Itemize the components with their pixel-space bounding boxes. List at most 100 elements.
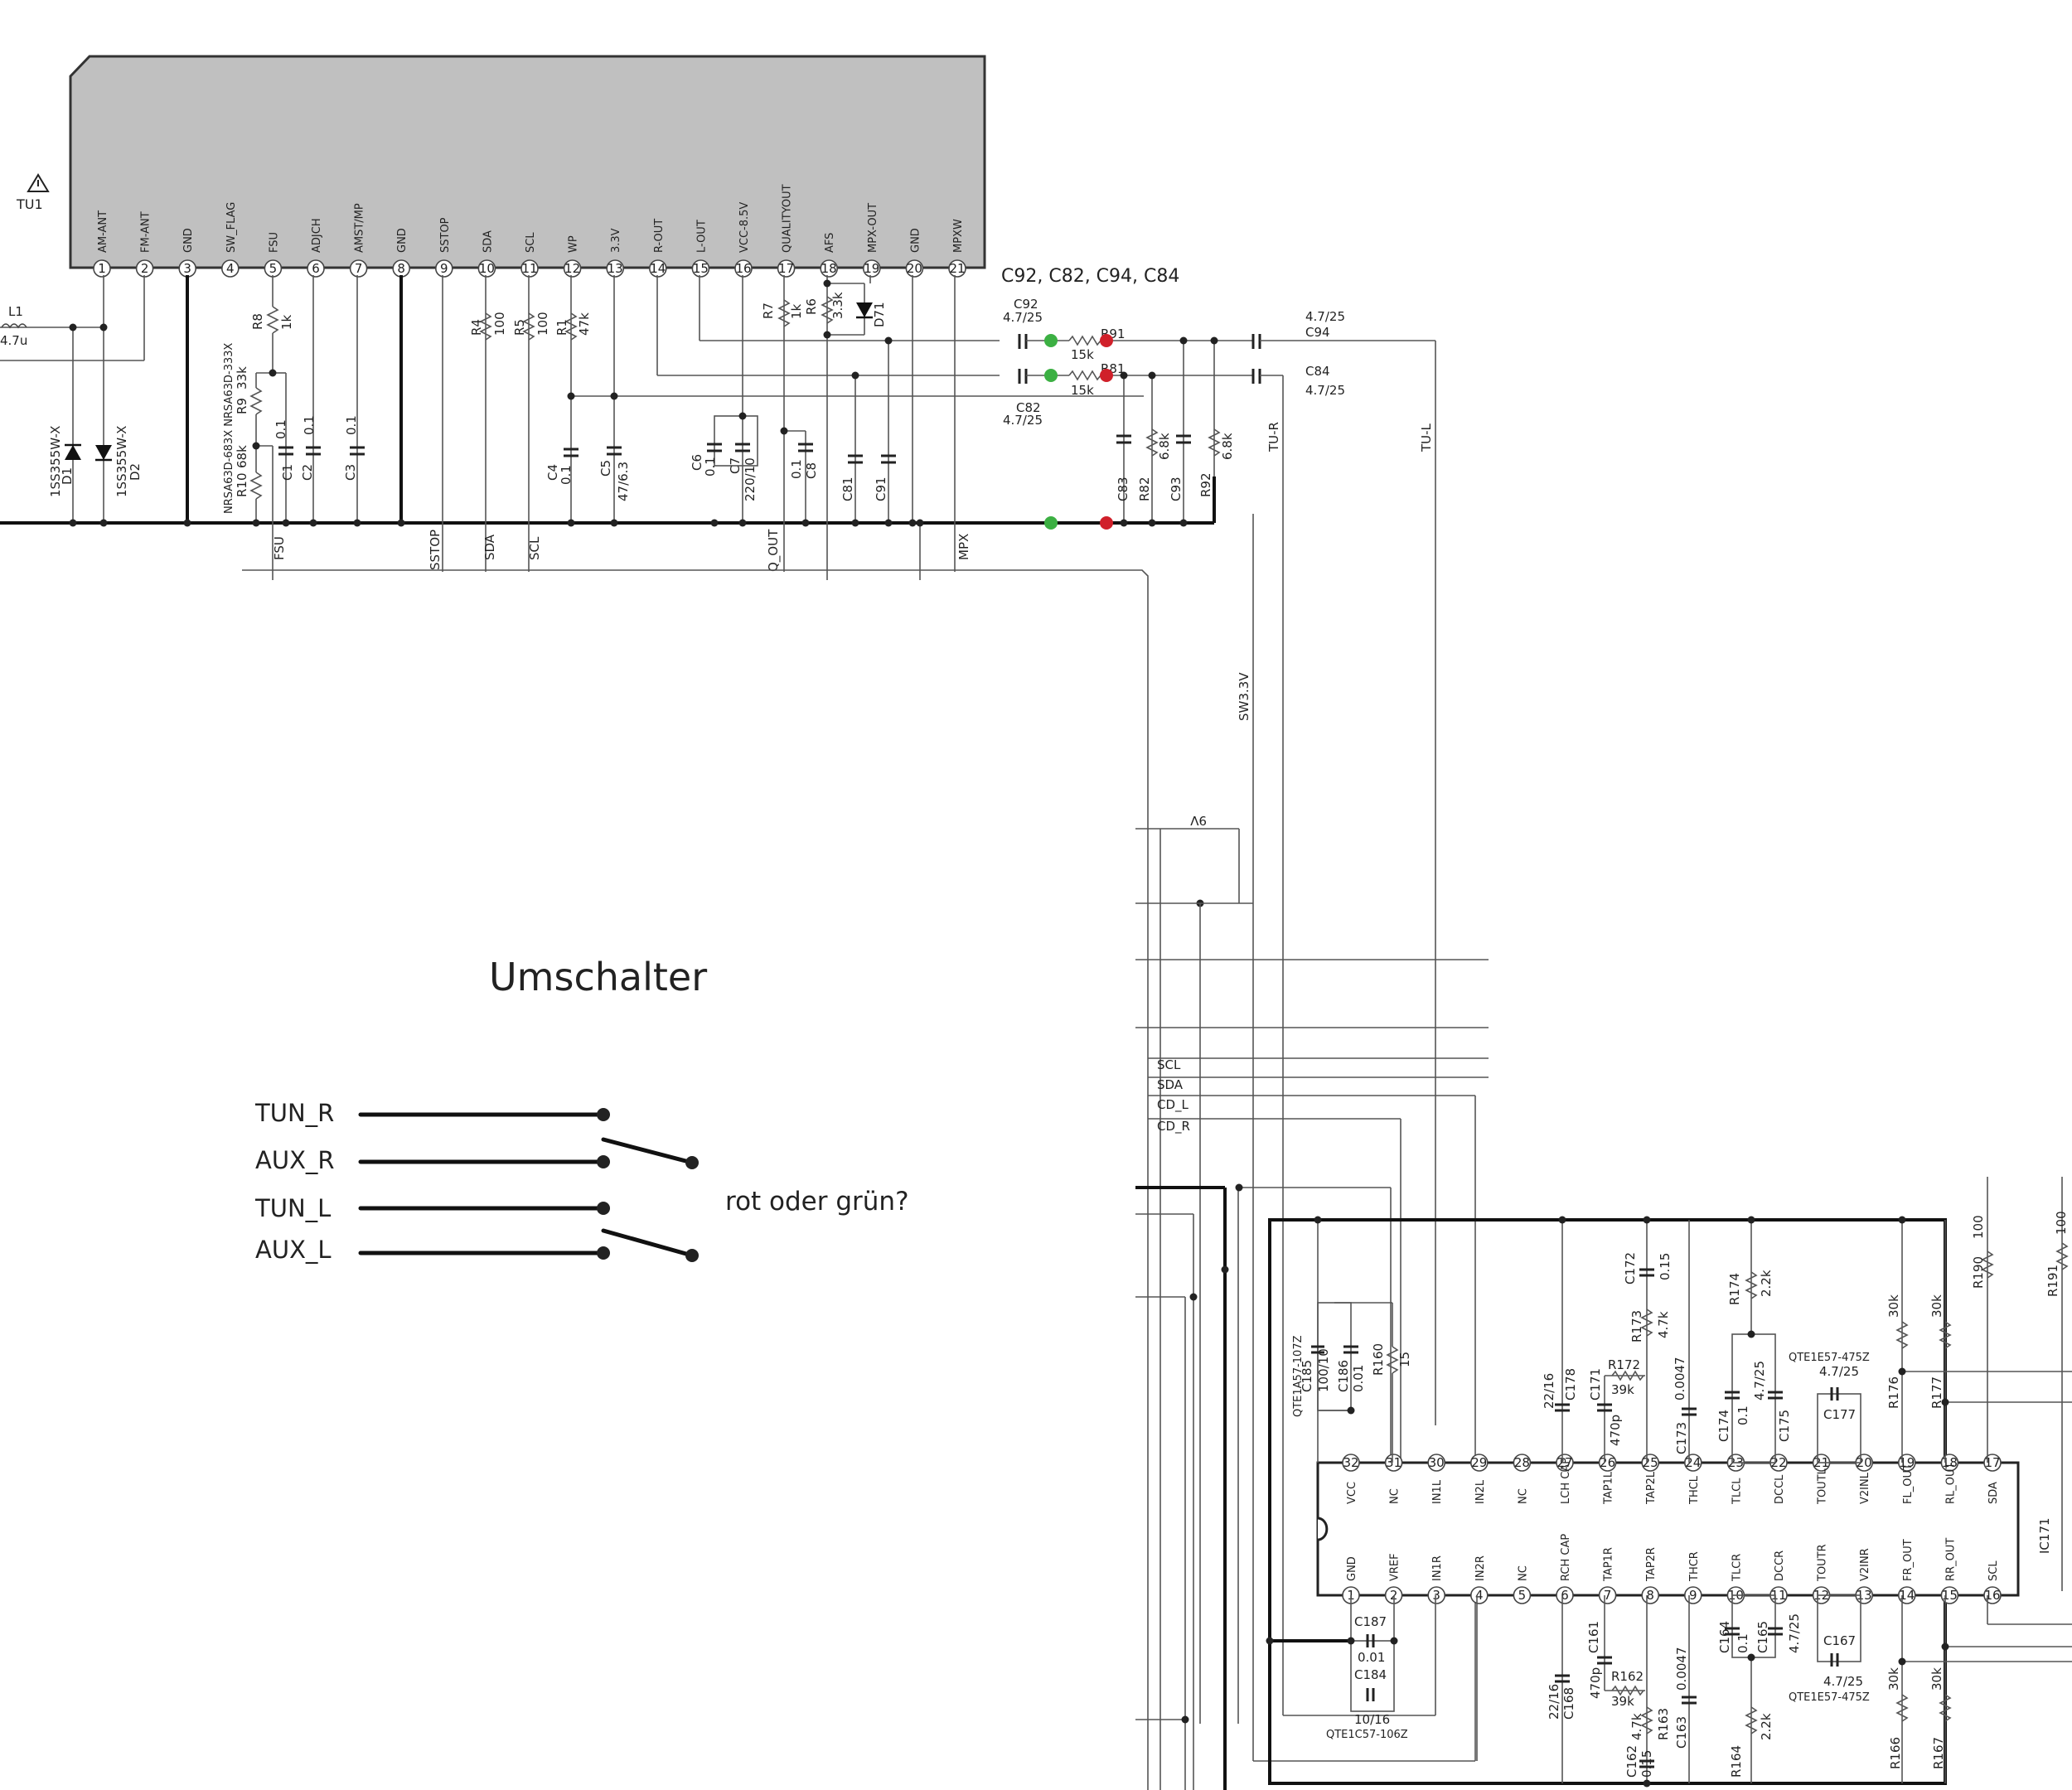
r176-ref: R176 <box>1886 1376 1901 1409</box>
ic-pin-label: TOUTR <box>1817 1544 1829 1582</box>
ic-pin-label: THCR <box>1688 1551 1701 1582</box>
c2-ref: C2 <box>300 464 315 481</box>
tuner-pin-number: 20 <box>907 261 922 276</box>
r82-val: 6.8k <box>1157 433 1172 460</box>
d71-ref: D71 <box>872 302 887 327</box>
c4-val: 0.1 <box>559 465 574 485</box>
c7-ref: C7 <box>728 457 743 474</box>
mpx-net-label: MPX <box>956 534 971 560</box>
ic-pin-number: 32 <box>1343 1455 1358 1470</box>
ic-pin-number: 7 <box>1604 1588 1612 1603</box>
c81-capacitor <box>848 454 863 464</box>
ic-bottom-parts: C187 0.01 C184 10/16 QTE1C57-106Z 22/16 … <box>1266 1594 2072 1788</box>
warning-icon <box>27 173 50 192</box>
c94-capacitor <box>1251 334 1261 349</box>
tuner-pin-19: 19 MPX-OUT <box>863 203 881 278</box>
tuner-pin-number: 12 <box>564 261 580 276</box>
r92-val: 6.8k <box>1220 433 1235 460</box>
c1-capacitor <box>278 446 293 456</box>
c185-val: 100/10 <box>1316 1348 1331 1392</box>
c167-part: QTE1E57-475Z <box>1789 1691 1870 1704</box>
tuner-pin-number: 9 <box>440 261 448 276</box>
ic-pin-label: SDA <box>1987 1482 2000 1504</box>
r164-ref: R164 <box>1729 1745 1744 1778</box>
c178-val: 22/16 <box>1542 1373 1556 1409</box>
c163-ref: C163 <box>1674 1716 1689 1749</box>
c94-val: 4.7/25 <box>1305 309 1345 324</box>
tuner-pin-label: 3.3V <box>610 228 622 253</box>
tuner-pin-label: SW_FLAG <box>225 202 238 253</box>
r177-ref: R177 <box>1929 1376 1944 1409</box>
tuner-pin-number: 19 <box>864 261 879 276</box>
tuner-pin-label: FSU <box>268 232 280 253</box>
c91-capacitor <box>881 454 896 464</box>
tuner-pin-label: MPX-OUT <box>867 203 879 253</box>
c5-ref: C5 <box>598 460 613 477</box>
green-marker-right <box>1044 369 1058 382</box>
tuner-pin-label: SDA <box>482 230 494 253</box>
tuner-pin-number: 6 <box>312 261 320 276</box>
c82-capacitor <box>1018 369 1028 384</box>
tuner-pin-label: WP <box>568 235 580 253</box>
c172-val: 0.15 <box>1658 1253 1673 1280</box>
ic-pin-label: TOUTL <box>1817 1468 1829 1505</box>
l1-value: 4.7u <box>0 333 27 348</box>
r7-val: 1k <box>789 303 804 319</box>
tu-l-label: TU-L <box>1419 423 1434 452</box>
ic-pin-label: TAP2L <box>1645 1471 1658 1505</box>
tuner-pin-number: 3 <box>183 261 191 276</box>
c164-ref: C164 <box>1717 1621 1732 1653</box>
ic-pin-label: RR_OUT <box>1944 1538 1957 1581</box>
tuner-pin-number: 15 <box>693 261 709 276</box>
ic-pin-label: NC <box>1389 1488 1402 1504</box>
c185-capacitor <box>1311 1345 1324 1354</box>
ic-pin-label: DCCR <box>1774 1551 1786 1581</box>
fsu-net-label: FSU <box>272 536 287 560</box>
c162-ref: C162 <box>1624 1745 1639 1778</box>
tuner-pin-label: SSTOP <box>439 217 452 253</box>
red-marker-left <box>1100 334 1113 347</box>
ic-pin-number: 4 <box>1475 1588 1484 1603</box>
c184-part: QTE1C57-106Z <box>1326 1729 1408 1741</box>
c93-ref: C93 <box>1169 477 1184 501</box>
tuner-pin-number: 8 <box>397 261 405 276</box>
r172-val: 39k <box>1611 1382 1634 1397</box>
tuner-pin-number: 4 <box>226 261 235 276</box>
ic-pin-number: 26 <box>1600 1455 1615 1470</box>
r9-val: 33k <box>235 366 249 389</box>
qout-net-label: Q_OUT <box>766 529 782 572</box>
c184-capacitor <box>1366 1688 1375 1701</box>
tuner-pin-label: GND <box>182 228 195 253</box>
c187-val: 0.01 <box>1358 1650 1385 1665</box>
r160-val: 15 <box>1397 1352 1412 1367</box>
r4-ref: R4 <box>469 319 484 336</box>
ic-pin-number: 17 <box>1984 1455 2000 1470</box>
r191-ref: R191 <box>2045 1265 2060 1297</box>
r1-ref: R1 <box>554 319 569 336</box>
c173-ref: C173 <box>1674 1422 1689 1454</box>
c162-val: 0.15 <box>1639 1750 1654 1778</box>
c177-capacitor <box>1830 1387 1839 1401</box>
ic-pin-label: DCCL <box>1774 1474 1786 1504</box>
c167-ref: C167 <box>1823 1633 1856 1648</box>
c84-capacitor <box>1251 369 1261 384</box>
ic-pin-label: GND <box>1346 1556 1358 1581</box>
c178-ref: C178 <box>1563 1368 1578 1401</box>
tuner-pin-1: 1AM-ANT <box>93 210 111 278</box>
r10-ref: R10 <box>235 472 249 497</box>
r92-ref: R92 <box>1198 472 1213 497</box>
tuner-pins: 1AM-ANT2FM-ANT3GND4SW_FLAG5FSU6ADJCH7AMS… <box>93 184 966 278</box>
r167-ref: R167 <box>1931 1737 1946 1769</box>
r8-ref: R8 <box>250 313 265 330</box>
tuner-pin-14: 14R-OUT <box>648 219 667 278</box>
r7-ref: R7 <box>761 302 776 319</box>
colored-markers <box>1044 334 1113 530</box>
ic-pin-label: FL_OUT <box>1902 1463 1915 1504</box>
r10-val: 68k <box>235 445 249 468</box>
